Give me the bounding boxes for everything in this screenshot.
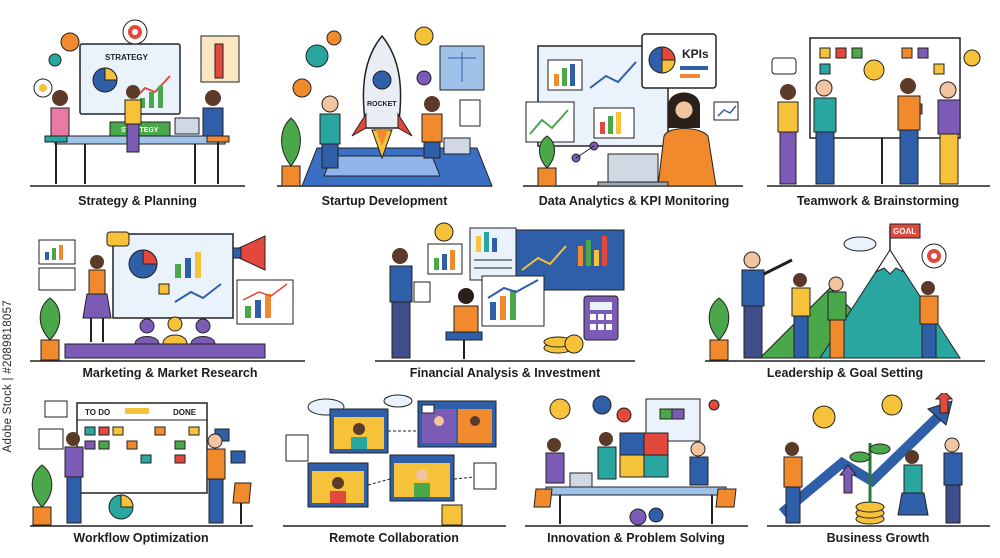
strategy-illustration: STRATEGY STRATEGY: [30, 19, 245, 187]
leadership-illustration: GOAL: [705, 223, 985, 362]
tile-remote-collaboration: Remote Collaboration: [278, 393, 510, 558]
lightbulb-icon: [549, 398, 571, 420]
strategy-table-label: STRATEGY: [121, 127, 159, 134]
gear-icon: [416, 70, 432, 86]
laptop-icon: [607, 153, 659, 185]
tile-workflow: TO DO DONE: [25, 393, 257, 558]
teamwork-illustration: [767, 37, 990, 187]
caption-financial-analysis: Financial Analysis & Investment: [409, 366, 601, 380]
workflow-illustration: TO DO DONE: [30, 400, 253, 527]
speech-bubble-icon: [106, 231, 130, 247]
todo-label: TO DO: [85, 408, 110, 417]
megaphone-icon: [238, 235, 266, 271]
gear-icon: [616, 407, 632, 423]
lightbulb-icon: [414, 26, 434, 46]
document-icon: [285, 434, 309, 462]
caption-strategy-planning: Strategy & Planning: [78, 194, 197, 208]
plant-icon: [281, 117, 301, 167]
speech-bubble-icon: [421, 404, 435, 414]
tile-teamwork: Teamwork & Brainstorming: [762, 18, 994, 213]
gear-icon: [305, 44, 329, 68]
plant-icon: [539, 135, 555, 169]
kpi-label: KPIs: [682, 47, 709, 61]
cloud-icon: [843, 236, 877, 252]
caption-teamwork: Teamwork & Brainstorming: [796, 194, 960, 208]
analytics-illustration: KPIs: [523, 33, 743, 187]
tile-leadership: GOAL Leadership & Goal Setting: [700, 218, 990, 388]
tile-financial-analysis: Financial Analysis & Investment: [370, 218, 640, 388]
caption-business-growth: Business Growth: [826, 531, 930, 545]
stock-watermark: Adobe Stock | #2089818057: [2, 300, 14, 453]
plant-icon: [31, 464, 53, 508]
laptop-icon: [443, 137, 471, 155]
tile-data-analytics: KPIs Data Analytics & KPI Monitoring: [518, 18, 750, 213]
document-icon: [38, 428, 64, 450]
tile-strategy-planning: STRATEGY STRATEGY: [25, 18, 250, 213]
goal-flag: [889, 223, 921, 239]
coin-icon: [564, 334, 584, 354]
tile-business-growth: Business Growth: [762, 393, 994, 558]
lightbulb-icon: [863, 59, 885, 81]
laptop-icon: [174, 117, 200, 135]
remote-illustration: [283, 394, 506, 527]
gear-icon: [60, 32, 80, 52]
cloud-icon: [383, 394, 413, 408]
tile-startup-development: ROCKET: [272, 18, 497, 213]
done-label: DONE: [173, 408, 197, 417]
finance-illustration: [375, 222, 635, 362]
tile-marketing: Marketing & Market Research: [25, 218, 315, 388]
caption-workflow: Workflow Optimization: [73, 531, 209, 545]
coin-icon: [881, 394, 903, 416]
gear-icon: [592, 395, 612, 415]
plant-icon: [849, 451, 871, 463]
gear-icon: [648, 507, 664, 523]
map-pin-icon: [708, 399, 720, 411]
caption-data-analytics: Data Analytics & KPI Monitoring: [538, 194, 730, 208]
gear-icon: [629, 508, 647, 526]
gear-icon: [292, 78, 312, 98]
gear-icon: [326, 30, 342, 46]
lightbulb-icon: [963, 49, 981, 67]
caption-innovation: Innovation & Problem Solving: [547, 531, 725, 545]
caption-marketing: Marketing & Market Research: [82, 366, 258, 380]
startup-illustration: ROCKET: [277, 26, 493, 187]
plant-icon: [39, 297, 61, 341]
strategy-board-label: STRATEGY: [105, 53, 149, 62]
laptop-icon: [569, 472, 593, 488]
speech-bubble-icon: [771, 57, 797, 75]
document-icon: [413, 281, 431, 303]
caption-remote-collaboration: Remote Collaboration: [329, 531, 459, 545]
caption-leadership: Leadership & Goal Setting: [766, 366, 924, 380]
document-icon: [459, 99, 481, 127]
gear-icon: [48, 53, 62, 67]
plant-icon: [708, 297, 730, 341]
tile-innovation: Innovation & Problem Solving: [520, 393, 752, 558]
caption-startup-development: Startup Development: [321, 194, 448, 208]
growth-illustration: [767, 393, 990, 527]
goal-label: GOAL: [893, 227, 916, 236]
coin-icon: [434, 222, 454, 242]
marketing-illustration: [30, 231, 305, 362]
document-icon: [441, 504, 463, 526]
innovation-illustration: [525, 395, 748, 527]
presentation-screen: [112, 233, 234, 319]
rocket-label: ROCKET: [367, 101, 397, 108]
coin-icon: [812, 405, 836, 429]
document-icon: [473, 462, 497, 490]
